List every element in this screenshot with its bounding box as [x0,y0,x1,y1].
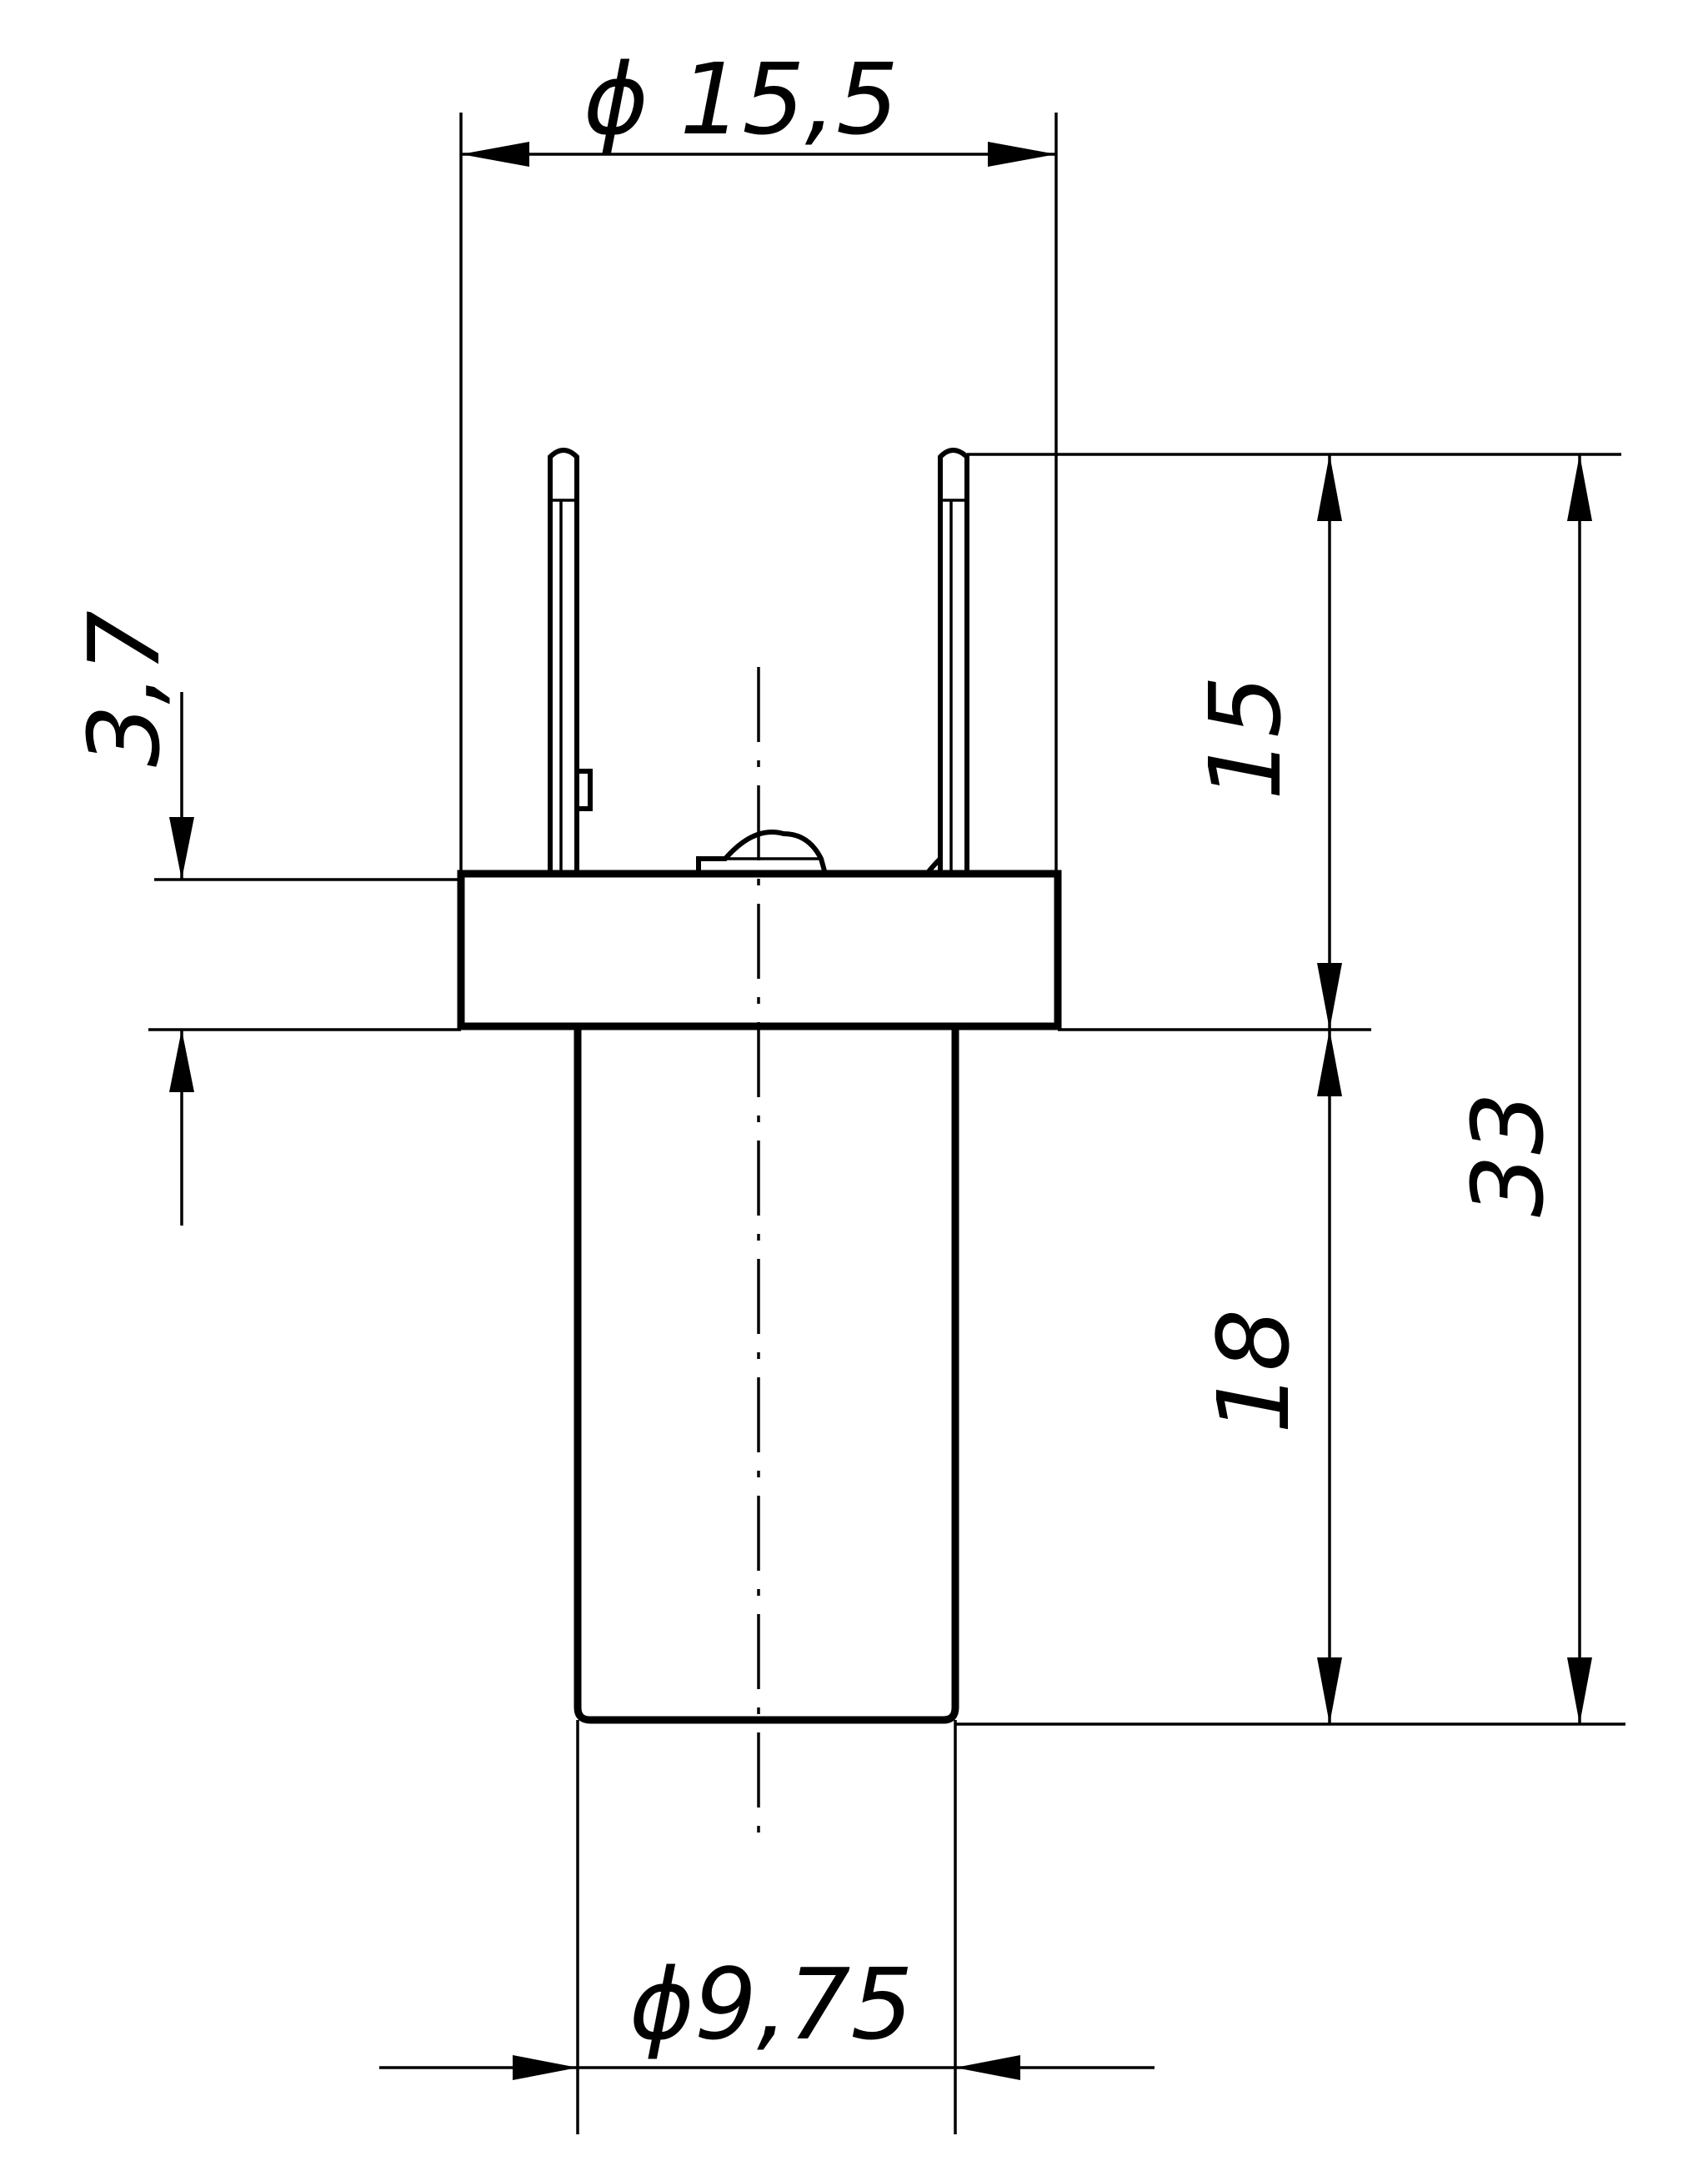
left-pin [548,448,579,874]
dim-overall-length: 33 [1450,454,1592,1724]
dim-flange-diameter: ϕ 15,5 [461,42,1056,167]
dim-body-length: 18 [1196,1030,1342,1724]
dim-label-body-diameter: ϕ9,75 [629,1947,914,2062]
center-dome [696,830,828,875]
extension-lines [148,113,1625,2134]
cylinder-body [574,1026,959,1724]
dim-pin-length: 15 [1188,454,1342,1030]
dim-body-diameter: ϕ9,75 [379,1947,1155,2080]
pin-tab [577,769,593,811]
dim-label-body-length: 18 [1196,1309,1311,1434]
dim-flange-thickness: 3,7 [67,610,194,1226]
dim-label-overall-length: 33 [1450,1092,1565,1217]
dim-label-pin-length: 15 [1188,675,1303,800]
dim-label-flange-thickness: 3,7 [67,610,182,767]
right-pin [938,448,969,874]
dim-label-flange-diameter: ϕ 15,5 [584,42,899,157]
